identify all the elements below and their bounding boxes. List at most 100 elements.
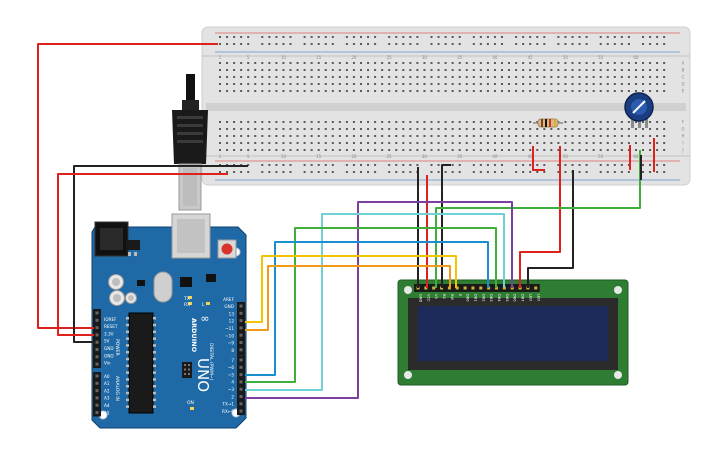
breadboard-hole[interactable]	[254, 135, 257, 137]
breadboard-hole[interactable]	[261, 90, 264, 92]
breadboard-hole[interactable]	[289, 69, 292, 71]
breadboard-hole[interactable]	[465, 90, 468, 92]
breadboard-hole[interactable]	[620, 128, 623, 130]
breadboard-hole[interactable]	[402, 69, 405, 71]
lcd-pin[interactable]	[432, 286, 436, 290]
breadboard-hole[interactable]	[479, 43, 482, 45]
breadboard-hole[interactable]	[472, 128, 475, 130]
header-pin[interactable]	[239, 373, 243, 377]
breadboard-hole[interactable]	[571, 90, 574, 92]
breadboard-hole[interactable]	[663, 69, 666, 71]
breadboard-hole[interactable]	[656, 69, 659, 71]
breadboard-hole[interactable]	[571, 36, 574, 38]
breadboard-hole[interactable]	[536, 128, 539, 130]
breadboard-hole[interactable]	[268, 149, 271, 151]
breadboard-hole[interactable]	[663, 83, 666, 85]
breadboard-hole[interactable]	[649, 135, 652, 137]
breadboard-hole[interactable]	[578, 83, 581, 85]
breadboard-hole[interactable]	[303, 90, 306, 92]
breadboard-hole[interactable]	[642, 69, 644, 71]
breadboard-hole[interactable]	[409, 121, 412, 123]
breadboard-hole[interactable]	[627, 164, 630, 166]
breadboard-hole[interactable]	[374, 90, 377, 92]
breadboard-hole[interactable]	[642, 62, 644, 64]
breadboard-hole[interactable]	[493, 171, 496, 173]
breadboard-hole[interactable]	[578, 43, 581, 45]
breadboard-hole[interactable]	[649, 121, 652, 123]
breadboard-hole[interactable]	[338, 142, 341, 144]
breadboard-hole[interactable]	[338, 149, 341, 151]
breadboard-hole[interactable]	[268, 62, 271, 64]
breadboard-hole[interactable]	[261, 135, 264, 137]
breadboard-hole[interactable]	[289, 171, 292, 173]
breadboard-hole[interactable]	[557, 83, 560, 85]
breadboard-hole[interactable]	[296, 135, 299, 137]
header-pin[interactable]	[239, 304, 243, 308]
breadboard-hole[interactable]	[367, 83, 370, 85]
breadboard-hole[interactable]	[649, 171, 652, 173]
breadboard-hole[interactable]	[437, 36, 440, 38]
breadboard-hole[interactable]	[296, 121, 299, 123]
breadboard-hole[interactable]	[550, 62, 553, 64]
breadboard-hole[interactable]	[289, 128, 292, 130]
breadboard-hole[interactable]	[374, 83, 377, 85]
breadboard-hole[interactable]	[479, 76, 482, 78]
breadboard-hole[interactable]	[515, 36, 518, 38]
breadboard-hole[interactable]	[472, 90, 475, 92]
breadboard-hole[interactable]	[303, 36, 306, 38]
breadboard-hole[interactable]	[261, 121, 264, 123]
breadboard-hole[interactable]	[345, 121, 348, 123]
breadboard-hole[interactable]	[543, 83, 546, 85]
breadboard-hole[interactable]	[261, 149, 264, 151]
lcd-pin[interactable]	[479, 286, 483, 290]
breadboard-hole[interactable]	[282, 76, 285, 78]
header-pin[interactable]	[95, 333, 99, 337]
breadboard-hole[interactable]	[578, 121, 581, 123]
breadboard-hole[interactable]	[374, 76, 377, 78]
breadboard-hole[interactable]	[324, 149, 327, 151]
breadboard-hole[interactable]	[613, 43, 616, 45]
breadboard-hole[interactable]	[282, 128, 285, 130]
breadboard-hole[interactable]	[437, 62, 440, 64]
breadboard-hole[interactable]	[275, 36, 278, 38]
breadboard-hole[interactable]	[367, 164, 370, 166]
breadboard-hole[interactable]	[388, 90, 391, 92]
breadboard-hole[interactable]	[430, 164, 433, 166]
breadboard-hole[interactable]	[374, 142, 377, 144]
breadboard-hole[interactable]	[282, 83, 285, 85]
breadboard-hole[interactable]	[515, 171, 518, 173]
breadboard-hole[interactable]	[501, 69, 503, 71]
breadboard-hole[interactable]	[599, 36, 602, 38]
breadboard-hole[interactable]	[472, 69, 475, 71]
breadboard-hole[interactable]	[613, 121, 616, 123]
breadboard-hole[interactable]	[345, 164, 348, 166]
breadboard-hole[interactable]	[338, 128, 341, 130]
breadboard-hole[interactable]	[642, 171, 644, 173]
breadboard-hole[interactable]	[557, 149, 560, 151]
breadboard-hole[interactable]	[606, 128, 609, 130]
breadboard-hole[interactable]	[324, 36, 327, 38]
breadboard-hole[interactable]	[571, 76, 574, 78]
breadboard-hole[interactable]	[515, 43, 518, 45]
breadboard-hole[interactable]	[599, 43, 602, 45]
breadboard-hole[interactable]	[275, 128, 278, 130]
breadboard-hole[interactable]	[634, 69, 637, 71]
breadboard-hole[interactable]	[219, 83, 221, 85]
breadboard-hole[interactable]	[331, 62, 334, 64]
breadboard-hole[interactable]	[423, 90, 426, 92]
breadboard-hole[interactable]	[233, 83, 236, 85]
breadboard-hole[interactable]	[268, 164, 271, 166]
breadboard-hole[interactable]	[642, 76, 644, 78]
breadboard-hole[interactable]	[374, 43, 377, 45]
breadboard-hole[interactable]	[416, 142, 419, 144]
breadboard-hole[interactable]	[296, 90, 299, 92]
breadboard-hole[interactable]	[557, 164, 560, 166]
breadboard-hole[interactable]	[571, 164, 574, 166]
breadboard-hole[interactable]	[233, 43, 236, 45]
breadboard-hole[interactable]	[423, 83, 426, 85]
breadboard-hole[interactable]	[331, 142, 334, 144]
breadboard-hole[interactable]	[620, 142, 623, 144]
breadboard-hole[interactable]	[649, 83, 652, 85]
breadboard-hole[interactable]	[338, 69, 341, 71]
breadboard-hole[interactable]	[508, 149, 511, 151]
